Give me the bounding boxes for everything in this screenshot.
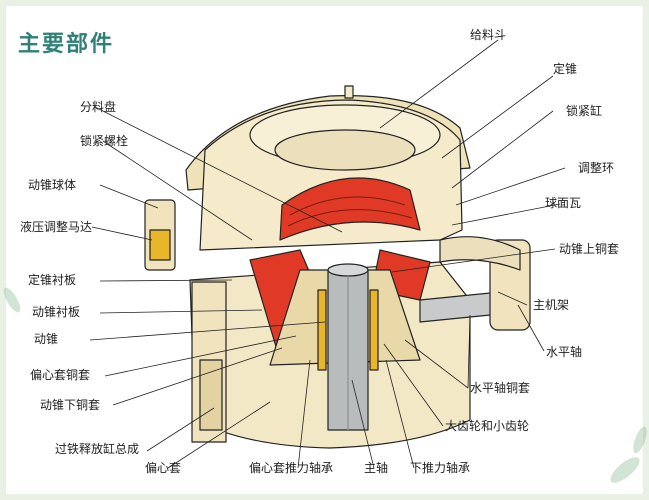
label-spherical-bearing: 球面瓦: [545, 196, 582, 210]
label-main-frame: 主机架: [533, 298, 570, 312]
label-locking-cylinder: 锁紧缸: [566, 104, 603, 118]
label-horizontal-shaft-bushing: 水平轴铜套: [470, 381, 531, 395]
label-eccentric-bushing: 偏心套铜套: [30, 368, 91, 382]
label-locking-bolt: 锁紧螺栓: [80, 134, 129, 148]
label-moving-cone: 动锥: [34, 332, 59, 346]
label-eccentric-thrust-bearing: 偏心套推力轴承: [249, 461, 334, 475]
label-tramp-release-cylinder: 过铁释放缸总成: [55, 442, 140, 456]
label-distribution-plate: 分料盘: [80, 100, 117, 114]
label-lower-thrust-bearing: 下推力轴承: [410, 461, 471, 475]
distribution-plate-liner: [279, 177, 421, 241]
label-feed-hopper: 给料斗: [470, 28, 507, 42]
leader-lines: [89, 39, 566, 469]
label-fixed-cone-liner: 定锥衬板: [28, 273, 77, 287]
page-title: 主要部件: [18, 32, 115, 57]
label-adjusting-ring: 调整环: [578, 161, 615, 175]
label-moving-cone-upper-bushing: 动锥上铜套: [559, 242, 620, 256]
label-fixed-cone: 定锥: [553, 62, 578, 76]
label-moving-cone-ball: 动锥球体: [28, 178, 77, 192]
label-moving-cone-liner: 动锥衬板: [32, 305, 81, 319]
label-main-shaft: 主轴: [364, 461, 389, 475]
label-eccentric-sleeve: 偏心套: [145, 461, 182, 475]
label-horizontal-shaft: 水平轴: [546, 345, 583, 359]
label-hydraulic-motor: 液压调整马达: [20, 220, 93, 234]
label-moving-cone-lower-bushing: 动锥下铜套: [40, 398, 101, 412]
label-gear-pair: 大齿轮和小齿轮: [445, 419, 530, 433]
